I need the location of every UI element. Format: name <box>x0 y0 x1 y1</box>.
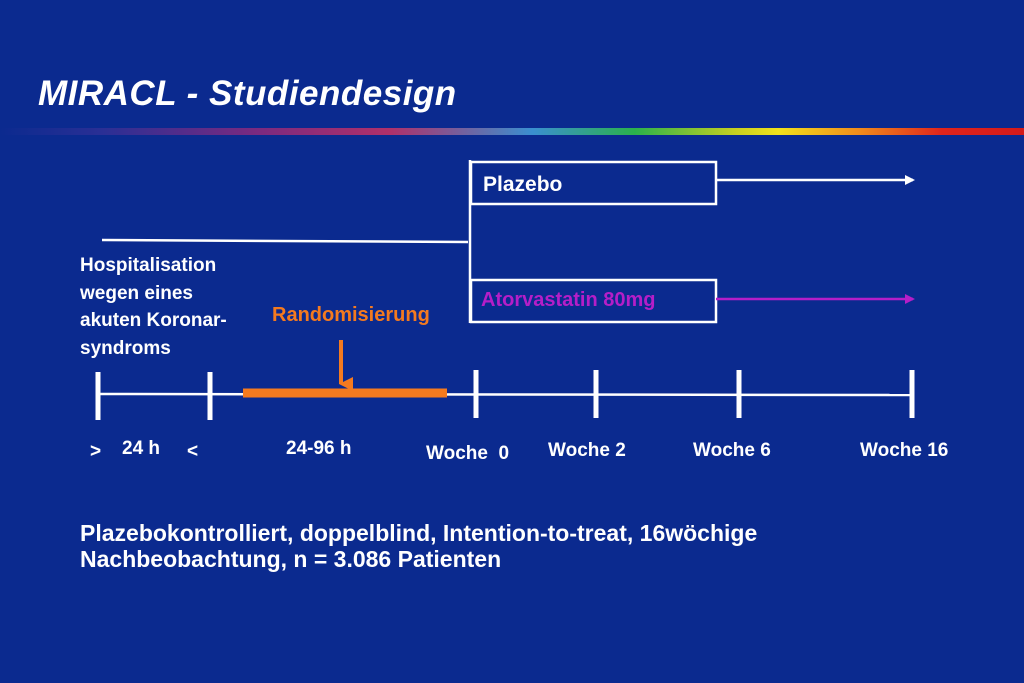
study-description-line-1: Plazebokontrolliert, doppelblind, Intent… <box>80 520 758 546</box>
atorvastatin-box <box>469 278 718 324</box>
hospitalisation-text: Hospitalisation wegen eines akuten Koron… <box>80 252 227 362</box>
placebo-box <box>469 160 718 206</box>
page-title: MIRACL - Studiendesign <box>38 74 457 113</box>
hospitalisation-line-3: akuten Koronar- <box>80 310 227 331</box>
rainbow-divider <box>0 128 1024 135</box>
timeline-label-woche2: Woche 2 <box>548 440 626 461</box>
atorvastatin-label: Atorvastatin 80mg <box>481 289 656 311</box>
study-description: Plazebokontrolliert, doppelblind, Intent… <box>80 520 757 572</box>
timeline-label-24-96h: 24-96 h <box>286 438 352 459</box>
timeline-label-gt: > <box>90 441 102 462</box>
timeline-label-lt: < <box>187 441 199 462</box>
hospitalisation-line-1: Hospitalisation <box>80 255 217 276</box>
hospitalisation-line-4: syndroms <box>80 337 171 359</box>
timeline-label-woche16: Woche 16 <box>860 440 949 461</box>
hospitalisation-line-2: wegen eines <box>80 282 193 304</box>
timeline-axis <box>97 392 913 397</box>
randomization-label: Randomisierung <box>272 304 430 326</box>
study-description-line-2: Nachbeobachtung, n = 3.086 Patienten <box>80 546 502 572</box>
placebo-label: Plazebo <box>483 173 563 196</box>
timeline-label-woche0: Woche 0 <box>426 443 510 464</box>
hospitalisation-line <box>101 238 469 244</box>
timeline-label-24h: 24 h <box>122 438 161 459</box>
timeline-label-woche6: Woche 6 <box>693 440 771 461</box>
